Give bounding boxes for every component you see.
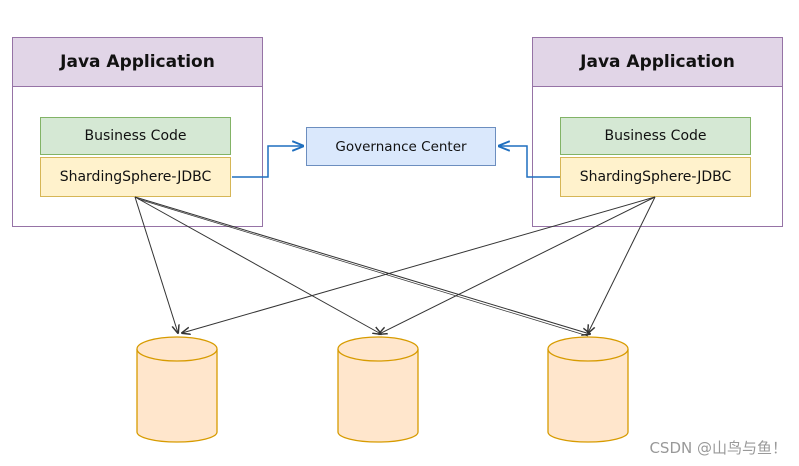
arrow-left-to-db3 <box>134 196 590 334</box>
watermark-text: CSDN @山鸟与鱼！ <box>649 439 787 457</box>
database-1 <box>136 336 218 443</box>
app-title-left: Java Application <box>13 38 262 87</box>
arrow-right-to-db3 <box>588 196 656 333</box>
arrow-left-to-db2 <box>134 196 381 334</box>
governance-center: Governance Center <box>306 127 496 166</box>
database-2 <box>337 336 419 443</box>
business-code-left: Business Code <box>40 117 231 155</box>
app-title-right: Java Application <box>533 38 782 87</box>
business-code-right: Business Code <box>560 117 751 155</box>
arrow-right-to-db2 <box>379 196 656 334</box>
sharding-jdbc-right: ShardingSphere-JDBC <box>560 157 751 197</box>
database-3 <box>547 336 629 443</box>
sharding-jdbc-left: ShardingSphere-JDBC <box>40 157 231 197</box>
link-right-to-governance <box>499 146 560 178</box>
link-left-to-governance <box>232 146 303 178</box>
arrow-left-to-db1 <box>134 196 178 333</box>
arrow-right-to-db1 <box>182 196 656 333</box>
